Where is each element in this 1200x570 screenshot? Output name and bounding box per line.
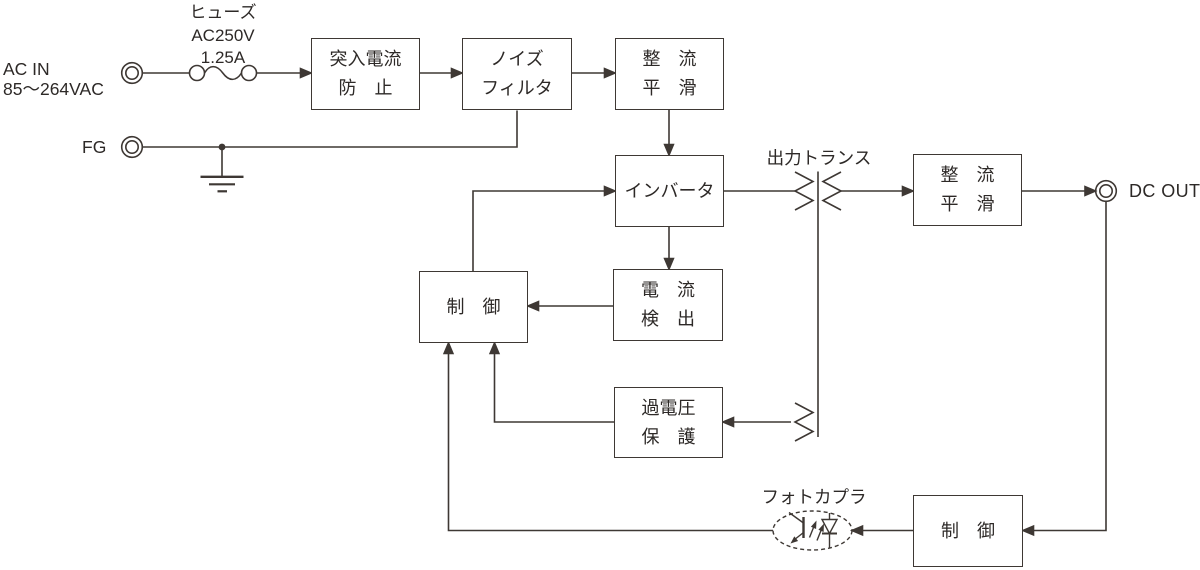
- phototransistor-icon: [788, 511, 805, 544]
- wire-rectifier-to-inverter: [663, 110, 675, 158]
- wire-inrush-to-noise: [420, 67, 465, 79]
- block-label: 検 出: [641, 309, 695, 329]
- fuse-name: ヒューズ: [189, 3, 257, 22]
- fuse-label: ヒューズ AC250V 1.25A: [158, 2, 288, 70]
- wire-transformer-to-output-rectifier: [841, 185, 916, 197]
- output-transformer-symbol: [793, 171, 843, 442]
- wire-current-detection-to-control: [525, 300, 613, 312]
- block-inrush-current-protection: 突入電流防 止: [311, 38, 420, 110]
- block-label: 過電圧: [641, 397, 696, 418]
- fuse-symbol: [142, 64, 258, 82]
- light-arrows-icon: [808, 520, 824, 541]
- fuse-current-rating: 1.25A: [200, 48, 246, 67]
- fuse-voltage-rating: AC250V: [191, 25, 255, 45]
- block-label: インバータ: [624, 180, 715, 201]
- block-label: 整 流: [642, 49, 697, 69]
- block-control-primary: 制 御: [419, 271, 528, 343]
- wire-control-to-inverter: [472, 185, 618, 271]
- wire-fg-to-noise-filter: [142, 110, 518, 151]
- block-label: 整 流: [940, 165, 995, 185]
- ac-in-voltage-range: 85〜264VAC: [3, 78, 104, 99]
- block-current-detection: 電 流検 出: [613, 269, 723, 341]
- block-overvoltage-protection: 過電圧保 護: [614, 387, 723, 458]
- wire-fuse-to-inrush: [256, 67, 314, 79]
- block-label: ノイズ: [490, 49, 544, 69]
- terminal-ac-in: [120, 61, 144, 85]
- block-label: 保 護: [641, 426, 696, 447]
- block-rectify-smoothing-output: 整 流平 滑: [913, 154, 1022, 226]
- photocoupler-label: フォトカプラ: [761, 487, 867, 507]
- fg-label: FG: [82, 137, 107, 157]
- block-noise-filter: ノイズフィルタ: [462, 38, 572, 110]
- block-label: 制 御: [941, 520, 995, 541]
- wire-aux-winding-to-ovp: [720, 416, 791, 428]
- wire-rectifier-to-dc-out: [1022, 185, 1098, 197]
- block-label: 電 流: [641, 280, 695, 300]
- block-control-secondary: 制 御: [913, 495, 1023, 567]
- block-label: 制 御: [446, 296, 501, 317]
- block-label: 突入電流: [329, 49, 402, 69]
- output-transformer-label: 出力トランス: [766, 148, 872, 168]
- wire-secondary-control-to-photocoupler: [849, 524, 913, 537]
- photocoupler-symbol: [772, 510, 853, 551]
- block-label: 平 滑: [940, 194, 995, 214]
- wire-inverter-to-current-detection: [663, 227, 675, 272]
- block-inverter: インバータ: [615, 155, 724, 227]
- block-rectify-smoothing-input: 整 流平 滑: [615, 38, 724, 110]
- wire-dc-out-to-secondary-control: [1020, 201, 1107, 537]
- led-icon: [820, 513, 839, 548]
- ac-in-title: AC IN: [3, 59, 50, 79]
- terminal-fg: [120, 135, 144, 159]
- dc-out-label: DC OUT: [1129, 181, 1200, 201]
- terminal-dc-out: [1094, 179, 1118, 203]
- block-label: 防 止: [338, 78, 393, 98]
- wire-ovp-to-control: [488, 340, 614, 423]
- ground-symbol: [200, 147, 244, 193]
- wire-noise-to-rectifier: [572, 67, 618, 79]
- block-label: フィルタ: [481, 78, 553, 98]
- block-label: 平 滑: [642, 78, 697, 98]
- wire-photocoupler-to-control: [442, 340, 773, 532]
